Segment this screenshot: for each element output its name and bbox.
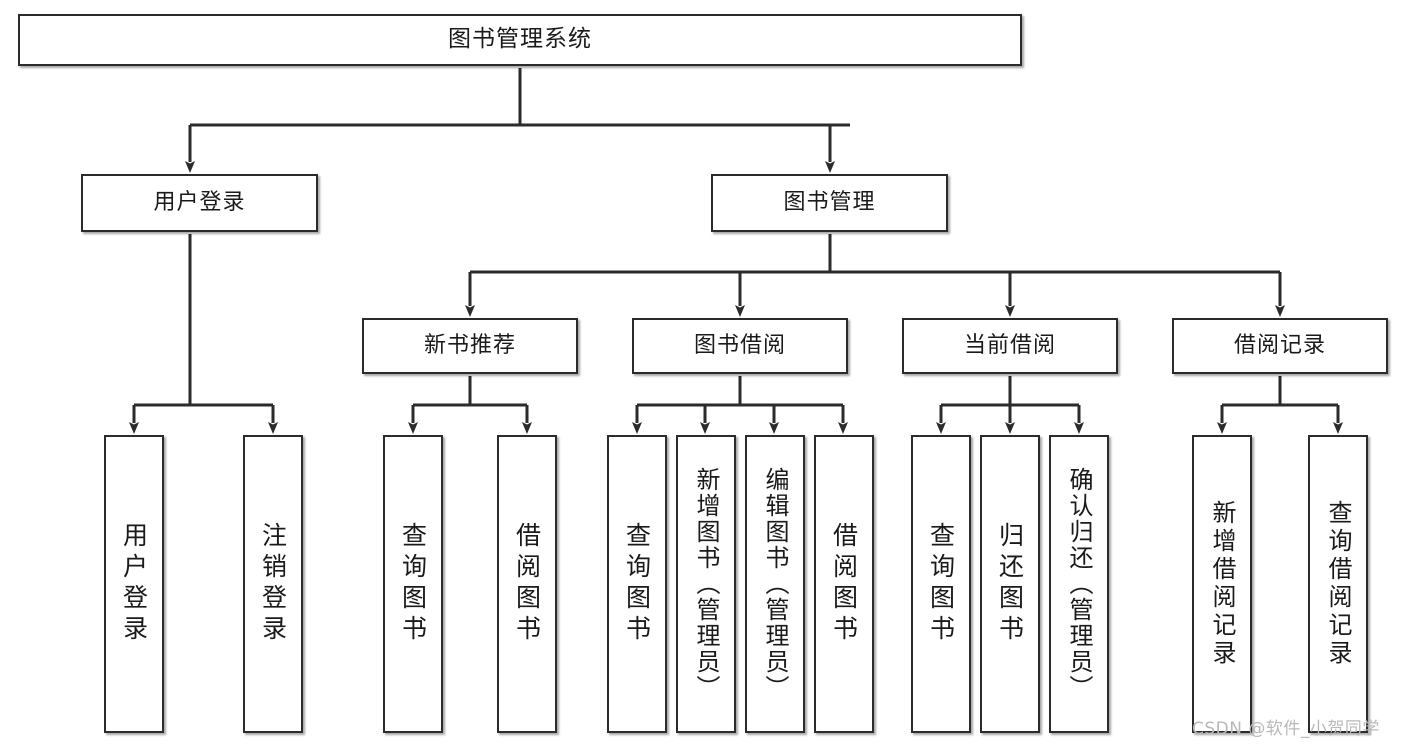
leaf-query-book-current[interactable]: 查询图书 bbox=[911, 435, 971, 733]
leaf-return-book[interactable]: 归还图书 bbox=[980, 435, 1040, 733]
leaf-edit-book-admin[interactable]: 编辑图书（管理员） bbox=[745, 435, 805, 733]
node-label: 注销登录 bbox=[258, 522, 288, 646]
leaf-query-book-new[interactable]: 查询图书 bbox=[383, 435, 443, 733]
node-label: 图书借阅 bbox=[693, 332, 786, 358]
node-label: 新增借阅记录 bbox=[1208, 500, 1236, 668]
leaf-borrow-book-new[interactable]: 借阅图书 bbox=[497, 435, 557, 733]
node-book-borrow[interactable]: 图书借阅 bbox=[632, 318, 848, 374]
node-label: 借阅图书 bbox=[512, 522, 542, 646]
node-book-management[interactable]: 图书管理 bbox=[711, 174, 948, 232]
node-label: 当前借阅 bbox=[963, 332, 1056, 358]
leaf-query-borrow-record[interactable]: 查询借阅记录 bbox=[1308, 435, 1368, 733]
node-label: 用户登录 bbox=[153, 189, 246, 215]
node-current-borrow[interactable]: 当前借阅 bbox=[902, 318, 1118, 374]
leaf-add-borrow-record[interactable]: 新增借阅记录 bbox=[1192, 435, 1252, 733]
node-root-system[interactable]: 图书管理系统 bbox=[18, 14, 1022, 66]
node-borrow-record[interactable]: 借阅记录 bbox=[1172, 318, 1388, 374]
node-new-book-recommend[interactable]: 新书推荐 bbox=[362, 318, 578, 374]
node-label: 图书管理 bbox=[783, 189, 876, 215]
node-label: 确认归还（管理员） bbox=[1065, 467, 1093, 701]
leaf-query-book-borrow[interactable]: 查询图书 bbox=[607, 435, 667, 733]
node-label: 借阅记录 bbox=[1233, 332, 1326, 358]
node-label: 查询图书 bbox=[398, 522, 428, 646]
node-label: 新书推荐 bbox=[423, 332, 516, 358]
node-label: 借阅图书 bbox=[829, 522, 859, 646]
node-label: 查询图书 bbox=[622, 522, 652, 646]
node-label: 编辑图书（管理员） bbox=[761, 467, 789, 701]
node-label: 图书管理系统 bbox=[448, 26, 592, 53]
node-label: 用户登录 bbox=[119, 522, 149, 646]
leaf-user-logout[interactable]: 注销登录 bbox=[243, 435, 303, 733]
node-user-login[interactable]: 用户登录 bbox=[81, 174, 318, 232]
node-label: 新增图书（管理员） bbox=[692, 467, 720, 701]
node-label: 归还图书 bbox=[995, 522, 1025, 646]
node-label: 查询借阅记录 bbox=[1324, 500, 1352, 668]
leaf-add-book-admin[interactable]: 新增图书（管理员） bbox=[676, 435, 736, 733]
node-label: 查询图书 bbox=[926, 522, 956, 646]
leaf-borrow-book[interactable]: 借阅图书 bbox=[814, 435, 874, 733]
watermark-text: CSDN @软件_小贺同学 bbox=[1192, 719, 1380, 739]
leaf-user-login[interactable]: 用户登录 bbox=[104, 435, 164, 733]
leaf-confirm-return-admin[interactable]: 确认归还（管理员） bbox=[1049, 435, 1109, 733]
